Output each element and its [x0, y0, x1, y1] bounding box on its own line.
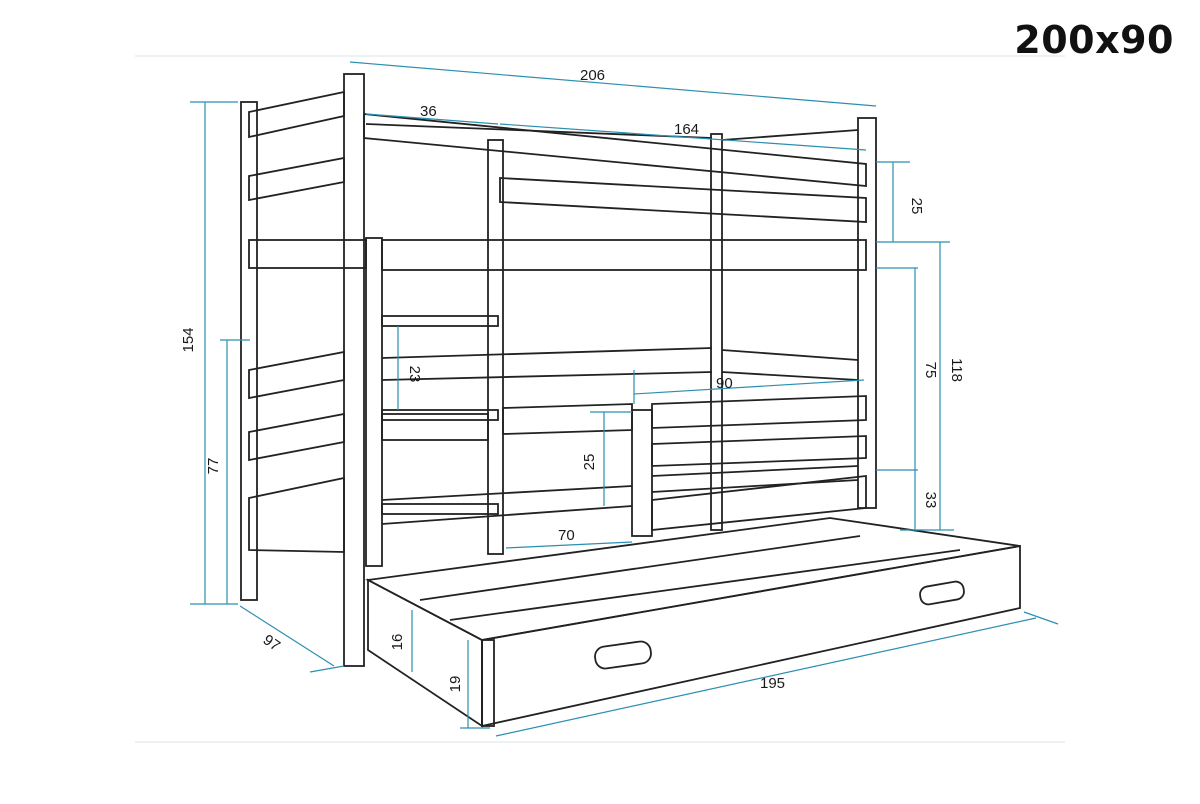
dim-label-upper-clearance: 75: [922, 362, 939, 379]
trundle-drawer: [365, 517, 1021, 728]
dim-label-ladder-step: 23: [406, 366, 423, 383]
drawer-side-panel: [367, 578, 483, 728]
front-left-post: [343, 73, 365, 667]
dim-label-drawer-length: 195: [760, 675, 785, 692]
ladder-step-1: [381, 315, 499, 327]
slat-line: [381, 485, 633, 501]
dim-line-guard-length: [505, 541, 633, 549]
dim-tick: [1023, 611, 1059, 625]
slat-line: [651, 465, 859, 477]
dim-label-lower-rail: 33: [922, 492, 939, 509]
dim-tick: [309, 665, 345, 673]
drawer-handle-left: [594, 640, 652, 670]
lower-back-rail-top: [381, 347, 713, 359]
lower-left-end-board: [248, 476, 345, 553]
drawer-front-edge: [481, 639, 495, 727]
drawer-top-outline: [365, 517, 1021, 641]
lower-back-rail-right-bottom: [721, 371, 859, 381]
upper-left-end-rail-1: [248, 90, 345, 139]
upper-front-rail-3: [381, 239, 867, 271]
slat-line: [381, 505, 633, 525]
dim-label-depth: 97: [260, 631, 283, 654]
dim-line-ladder-offset: [365, 113, 499, 125]
dim-line-inner-width: [633, 379, 865, 395]
front-right-post: [857, 117, 877, 509]
upper-front-rail-2: [499, 177, 867, 223]
dim-label-top-rail: 25: [908, 198, 925, 215]
lower-front-guard-rail-2: [651, 435, 867, 467]
slat-line: [651, 479, 859, 493]
dim-label-overall-length: 206: [580, 67, 605, 84]
dim-label-inner-width: 90: [716, 375, 733, 392]
upper-left-end-rail-2: [248, 156, 345, 202]
upper-back-rail-right: [721, 129, 859, 141]
lower-front-side-board: [651, 474, 867, 531]
dim-line-overall-length: [349, 61, 877, 107]
lower-back-rail-bottom: [381, 371, 713, 381]
lower-back-rail-right-top: [721, 349, 859, 361]
lower-front-rail-left: [381, 413, 489, 441]
drawer-slat-line: [449, 549, 961, 621]
dim-label-drawer-height: 19: [447, 676, 464, 693]
upper-left-end-rail-3: [248, 239, 367, 269]
drawer-slat-line: [419, 535, 861, 601]
ladder-step-3: [381, 503, 499, 515]
lower-front-rail-mid: [502, 403, 633, 435]
dim-label-total-height: 154: [180, 327, 197, 352]
rear-right-post: [710, 133, 723, 531]
dim-line-upper-bed-length: [499, 123, 867, 151]
dim-label-upper-bed-length: 164: [674, 121, 699, 138]
dim-line-drawer-length: [495, 617, 1037, 737]
lower-slats: [381, 465, 859, 525]
dim-label-upper-total: 118: [948, 358, 965, 382]
dimension-lines: 206 36 164 25 154 77 23: [180, 61, 1059, 737]
ladder-left-rail: [365, 237, 383, 567]
drawer-front-panel: [481, 544, 1021, 728]
guard-post: [631, 409, 653, 537]
lower-left-end-rail-2: [248, 412, 345, 462]
dim-label-ladder-offset: 36: [420, 103, 437, 120]
drawer-handle-right: [919, 580, 965, 606]
upper-front-rail-1: [363, 113, 867, 187]
dim-label-guard-height: 25: [581, 454, 598, 471]
dim-line-depth: [239, 605, 335, 667]
dim-label-guard-length: 70: [558, 527, 575, 544]
bed-size-label: 200x90: [1014, 18, 1174, 62]
rear-left-post: [240, 101, 258, 601]
ladder-step-2: [381, 409, 499, 421]
bed-frame: [240, 73, 1021, 728]
lower-left-end-rail-1: [248, 350, 345, 400]
ladder-right-rail: [487, 139, 504, 555]
upper-back-rail: [365, 123, 713, 139]
dim-label-lower-bed-height: 77: [205, 458, 222, 475]
dim-label-drawer-inner: 16: [389, 634, 406, 651]
lower-front-guard-rail-1: [651, 395, 867, 429]
